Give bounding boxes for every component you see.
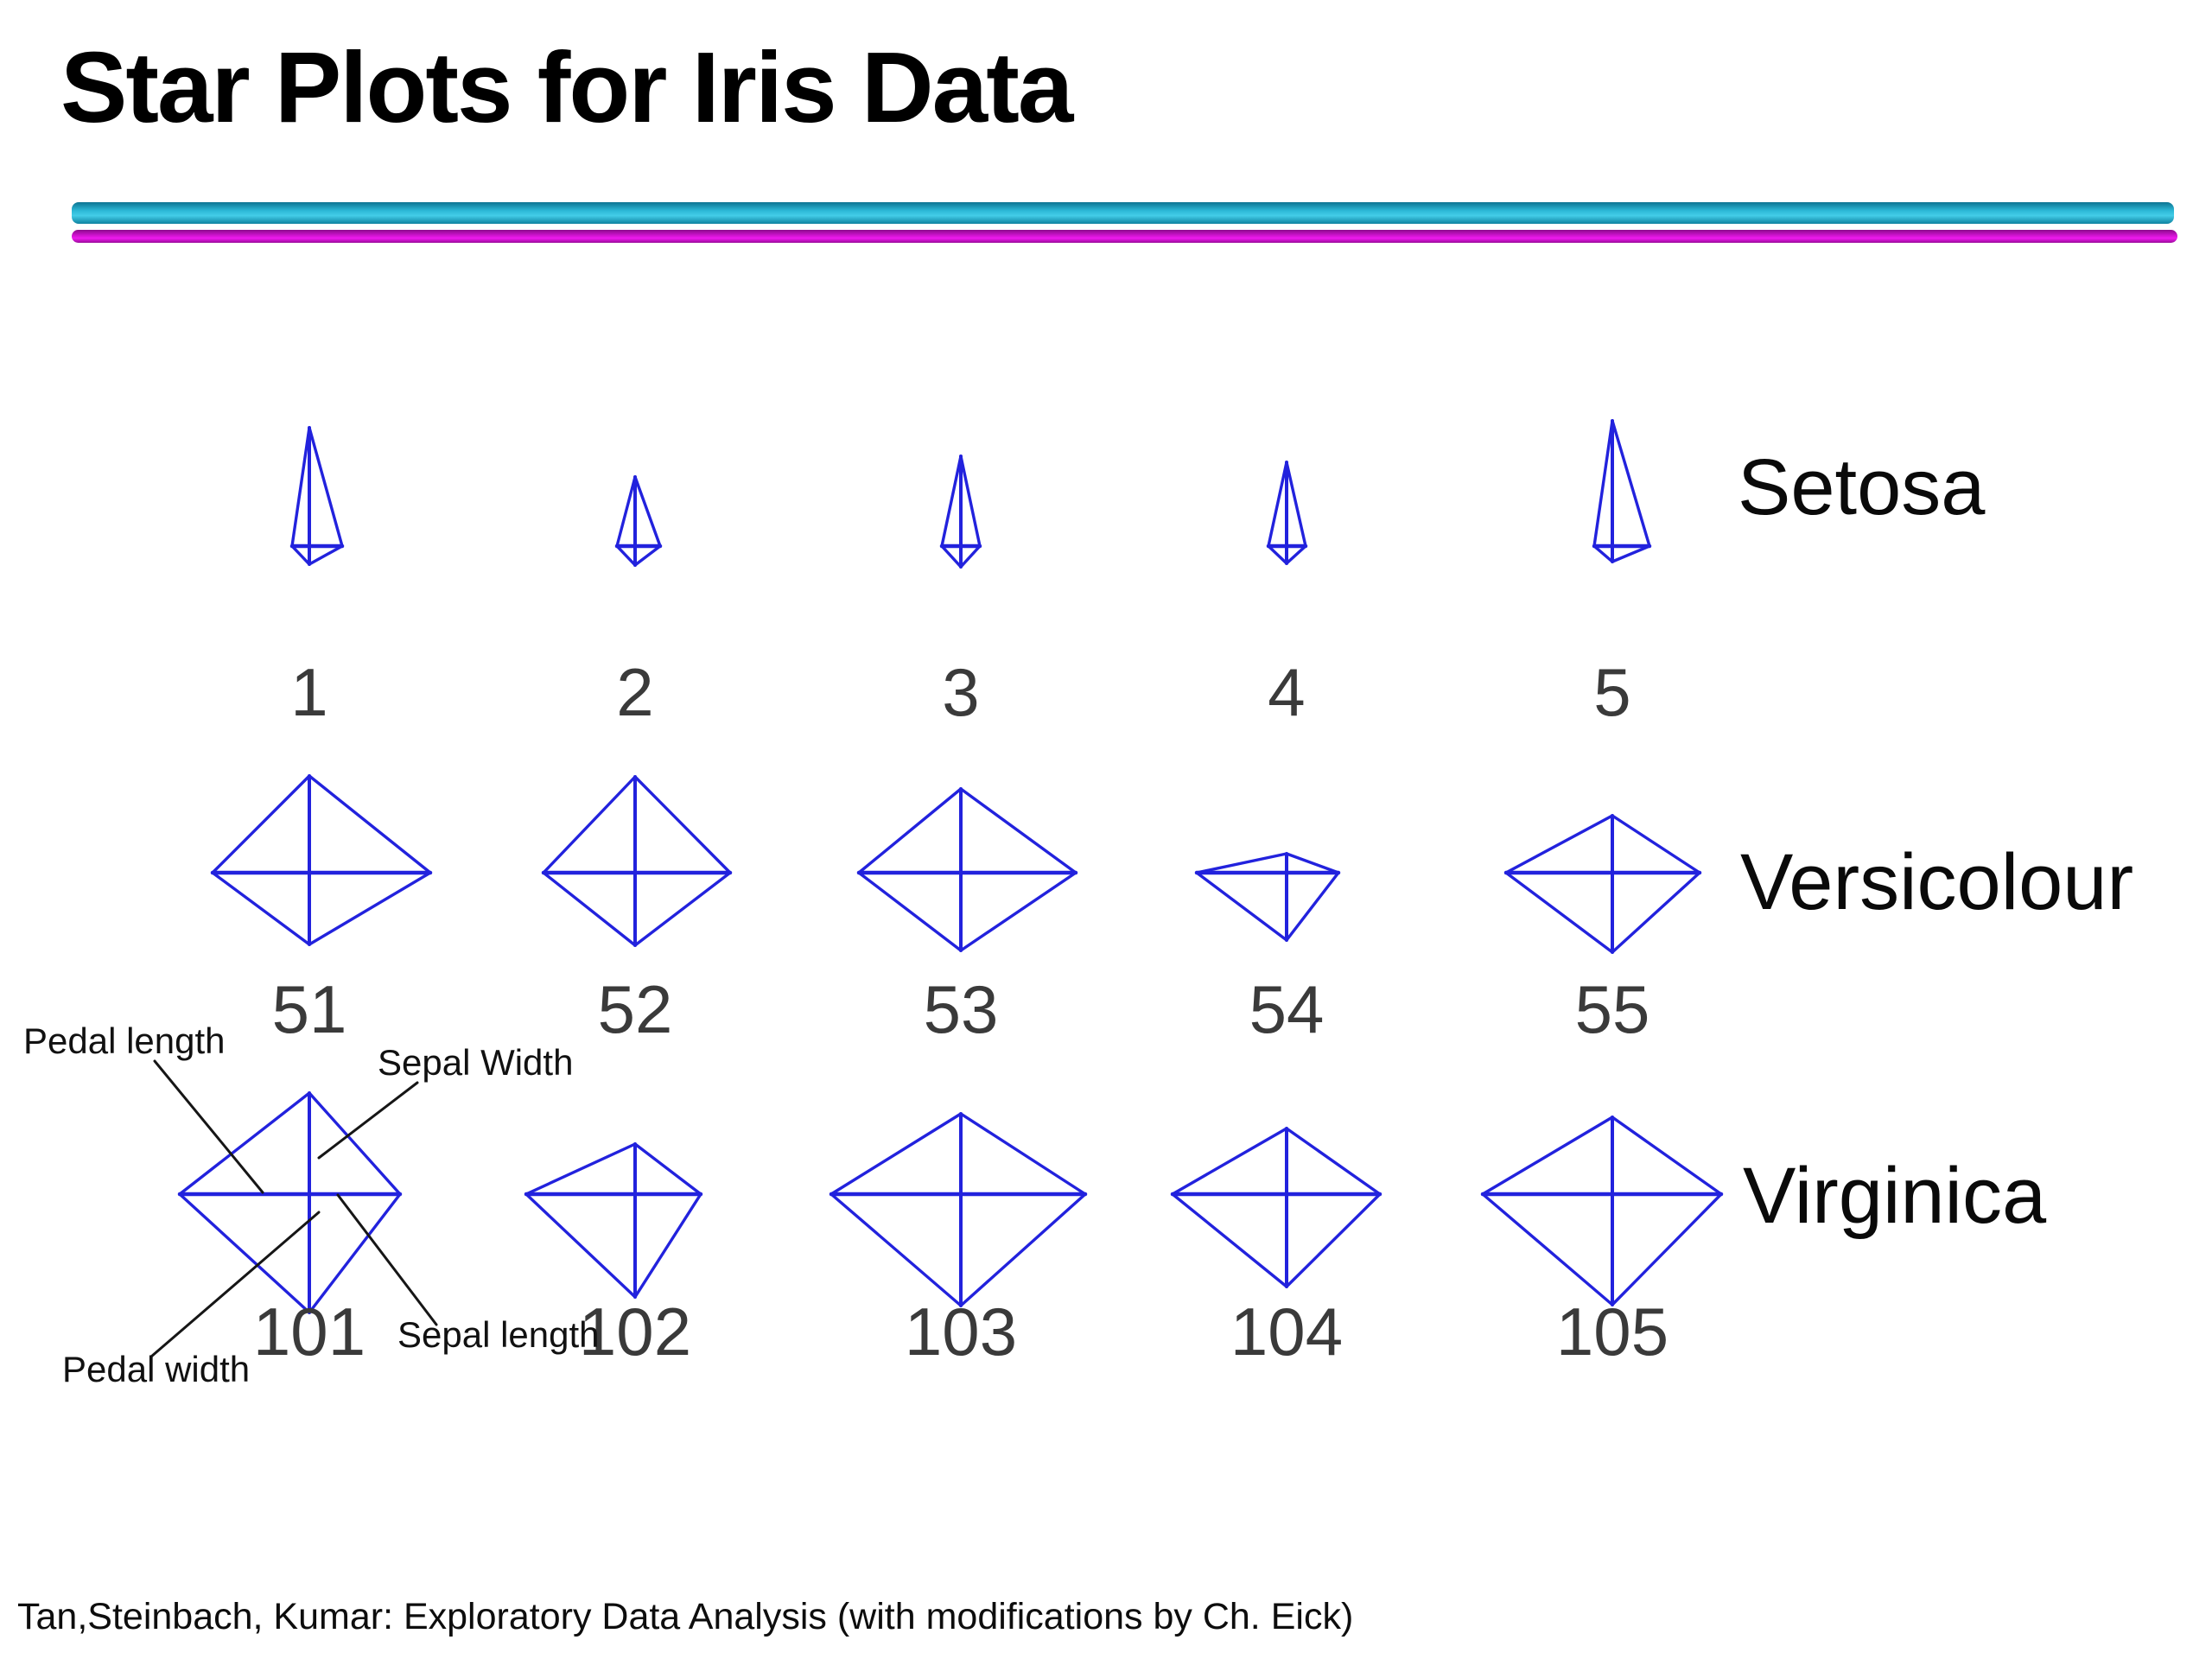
star-glyph-52 — [542, 775, 732, 947]
star-id-label-103: 103 — [904, 1294, 1018, 1370]
star-glyph-54 — [1195, 852, 1340, 942]
star-glyph-103 — [830, 1112, 1087, 1307]
row-label-versicolour: Versicolour — [1740, 838, 2134, 926]
star-id-label-53: 53 — [923, 971, 999, 1047]
annotation-label-pedal-width: Pedal width — [62, 1349, 251, 1389]
star-id-label-101: 101 — [252, 1294, 366, 1370]
star-glyph-105 — [1481, 1116, 1723, 1306]
accent-bar-cyan — [72, 202, 2174, 224]
star-id-label-54: 54 — [1249, 971, 1325, 1047]
star-id-label-52: 52 — [597, 971, 673, 1047]
star-id-label-2: 2 — [616, 654, 654, 730]
star-glyph-104 — [1171, 1127, 1382, 1288]
annotation-label-pedal-length: Pedal length — [23, 1020, 226, 1061]
star-id-label-1: 1 — [290, 654, 328, 730]
annotation-line-sepal-width — [317, 1081, 419, 1160]
star-glyph-101 — [178, 1091, 402, 1314]
star-glyph-2 — [615, 475, 662, 567]
star-id-label-5: 5 — [1593, 654, 1631, 730]
citation-text: Tan,Steinbach, Kumar: Exploratory Data A… — [17, 1596, 1354, 1637]
star-glyph-51 — [211, 774, 432, 946]
row-label-virginica: Virginica — [1743, 1152, 2047, 1240]
annotation-label-sepal-length: Sepal length — [397, 1314, 600, 1355]
star-glyph-53 — [857, 787, 1077, 952]
star-id-label-55: 55 — [1574, 971, 1650, 1047]
page-title: Star Plots for Iris Data — [60, 31, 1073, 143]
star-glyph-4 — [1267, 461, 1307, 565]
star-glyph-1 — [290, 426, 344, 566]
star-glyph-55 — [1504, 814, 1701, 954]
star-id-label-51: 51 — [271, 971, 347, 1047]
star-glyph-102 — [524, 1142, 702, 1299]
row-label-setosa: Setosa — [1738, 443, 1986, 531]
star-id-label-104: 104 — [1230, 1294, 1344, 1370]
accent-bar-magenta — [72, 230, 2177, 243]
star-id-label-102: 102 — [578, 1294, 692, 1370]
star-glyph-5 — [1592, 419, 1651, 563]
annotation-line-pedal-length — [153, 1059, 264, 1194]
star-id-label-4: 4 — [1268, 654, 1306, 730]
annotation-label-sepal-width: Sepal Width — [378, 1042, 574, 1083]
star-id-label-3: 3 — [942, 654, 980, 730]
star-id-label-105: 105 — [1555, 1294, 1669, 1370]
star-glyph-3 — [940, 454, 982, 569]
